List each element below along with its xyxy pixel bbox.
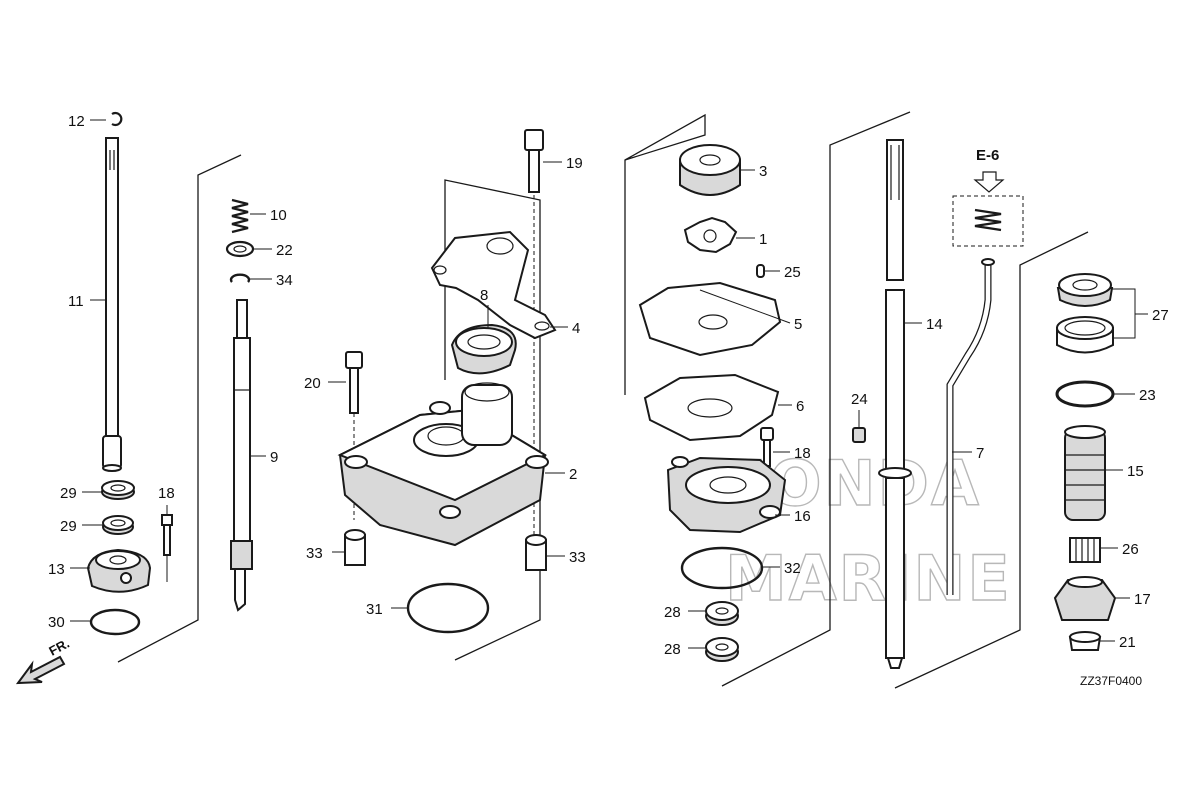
callout-10: 10	[270, 207, 287, 224]
fr-direction-arrow: FR.	[15, 636, 72, 685]
group-frames	[117, 111, 1089, 689]
part-6-gasket	[643, 373, 780, 442]
callout-2: 2	[569, 466, 577, 483]
part-32-o-ring	[680, 546, 764, 590]
callout-32: 32	[784, 560, 801, 577]
callout-19: 19	[566, 155, 583, 172]
callout-4: 4	[572, 320, 580, 337]
part-10-spring	[231, 198, 249, 234]
frame-pump-case	[444, 179, 541, 661]
callout-18-right: 18	[794, 445, 811, 462]
part-33-collar-right	[525, 534, 547, 571]
callout-11: 11	[68, 293, 84, 310]
part-29-oil-seal-b	[102, 515, 134, 535]
callout-6: 6	[796, 398, 804, 415]
callout-24: 24	[851, 391, 868, 408]
part-16-pump-base	[666, 456, 787, 534]
part-29-oil-seal-a	[101, 480, 135, 500]
callout-3: 3	[759, 163, 767, 180]
part-27-race	[1056, 316, 1114, 354]
callout-28a: 28	[664, 604, 681, 621]
part-1-impeller	[683, 216, 738, 254]
callout-15: 15	[1127, 463, 1144, 480]
frame-left	[117, 154, 242, 663]
diagram-code: ZZ37F0400	[1080, 674, 1142, 688]
callout-9: 9	[270, 449, 278, 466]
callout-29b: 29	[60, 518, 77, 535]
callout-22: 22	[276, 242, 293, 259]
part-11-shift-rod	[102, 137, 122, 472]
e6-ref: E-6	[952, 147, 1024, 247]
callout-18-left: 18	[158, 485, 175, 502]
callout-26: 26	[1122, 541, 1139, 558]
callout-21: 21	[1119, 634, 1136, 651]
part-7-water-tube	[946, 258, 995, 595]
callout-1: 1	[759, 231, 767, 248]
callout-13: 13	[48, 561, 65, 578]
callout-31: 31	[366, 601, 383, 618]
part-22-washer	[225, 240, 255, 258]
part-8-grommet	[450, 323, 517, 375]
frame-impeller-top	[624, 113, 706, 395]
callout-17: 17	[1134, 591, 1151, 608]
callout-33-left: 33	[306, 545, 323, 562]
part-17-pinion-gear	[1053, 576, 1117, 621]
callouts: 12 11 29 29 18 13 30 10 22 34 9 19 8 4 2…	[48, 113, 1169, 658]
e6-ref-label: E-6	[976, 147, 999, 164]
frame-gear	[894, 231, 1089, 689]
callout-14: 14	[926, 316, 943, 333]
part-25-key	[756, 264, 765, 278]
callout-34: 34	[276, 272, 293, 289]
callout-28b: 28	[664, 641, 681, 658]
part-5-plate	[638, 281, 782, 357]
fr-label: FR.	[46, 636, 72, 659]
part-21-nut	[1068, 631, 1102, 651]
callout-33-right: 33	[569, 549, 586, 566]
callout-27: 27	[1152, 307, 1169, 324]
part-13-holder	[86, 548, 152, 593]
callout-7: 7	[976, 445, 984, 462]
part-34-clip	[229, 273, 251, 283]
part-15-sleeve	[1064, 425, 1106, 521]
callout-30: 30	[48, 614, 65, 631]
callout-12: 12	[68, 113, 85, 130]
part-28-bearing-a	[705, 601, 739, 626]
part-30-o-ring	[89, 608, 141, 636]
part-3-impeller-housing	[679, 144, 741, 196]
part-9-shift-rod-lower	[230, 299, 253, 612]
part-26-needle-bearing	[1069, 537, 1101, 563]
frame-impeller	[721, 111, 911, 687]
leader-lines	[70, 119, 1148, 649]
callout-5: 5	[794, 316, 802, 333]
callout-20: 20	[304, 375, 321, 392]
callout-8: 8	[480, 287, 488, 304]
part-20-bolt	[345, 351, 363, 520]
callout-16: 16	[794, 508, 811, 525]
callout-25: 25	[784, 264, 801, 281]
watermark-line2: MARINE	[725, 542, 1012, 615]
part-14-drive-shaft	[878, 139, 912, 669]
part-4-cover-bracket	[430, 230, 557, 340]
part-12-clip	[111, 111, 123, 127]
callout-29a: 29	[60, 485, 77, 502]
callout-23: 23	[1139, 387, 1156, 404]
part-27-taper-bearing	[1056, 273, 1114, 307]
part-23-ring	[1055, 380, 1115, 408]
part-28-bearing-b	[705, 637, 739, 662]
part-31-o-ring	[406, 582, 490, 634]
part-2-pump-case	[337, 382, 549, 547]
part-18-bolt-left	[161, 514, 173, 556]
part-24-pin	[852, 427, 866, 443]
part-33-collar-left	[344, 529, 366, 566]
